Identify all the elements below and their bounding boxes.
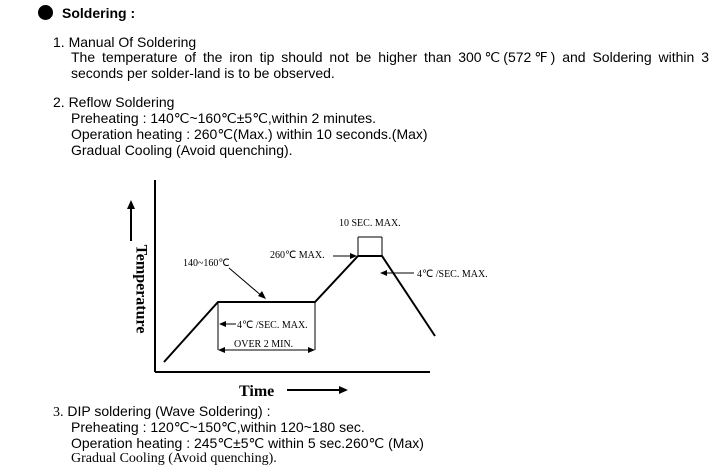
manual-line-2: seconds per solder-land is to be observe…	[71, 65, 335, 81]
reflow-heading: 2. Reflow Soldering	[53, 94, 175, 110]
preheat-time-label: OVER 2 MIN.	[234, 339, 293, 350]
x-axis-label: Time	[239, 383, 274, 400]
reflow-cooling: Gradual Cooling (Avoid quenching).	[71, 142, 293, 158]
manual-line-1: The temperature of the iron tip should n…	[71, 49, 709, 65]
ramp-up-label: 4℃ /SEC. MAX.	[237, 320, 308, 331]
arrowhead-peak-icon	[350, 253, 357, 259]
dip-preheating: Preheating : 120℃~150℃,within 120~180 se…	[71, 419, 365, 435]
arrowhead-ramp-up-icon	[219, 321, 226, 327]
bullet-icon	[38, 5, 53, 20]
dip-cooling: Gradual Cooling (Avoid quenching).	[71, 451, 277, 466]
y-axis-label: Temperature	[132, 245, 149, 334]
preheat-range-label: 140~160℃	[183, 258, 230, 269]
ramp-down-label: 4℃ /SEC. MAX.	[417, 269, 488, 280]
reflow-preheating: Preheating : 140℃~160℃±5℃,within 2 minut…	[71, 110, 377, 126]
section-title: Soldering :	[62, 5, 136, 21]
arrow-up-icon	[127, 200, 135, 209]
peak-temp-label: 260℃ MAX.	[270, 250, 325, 261]
arrowhead-preheat-icon	[258, 291, 266, 299]
dip-heading-number: 3.	[53, 405, 64, 420]
dip-operation-heating: Operation heating : 245℃±5℃ within 5 sec…	[71, 435, 424, 451]
temperature-profile-line	[163, 255, 436, 363]
dip-heading-text: DIP soldering (Wave Soldering) :	[63, 403, 271, 419]
preheat-leader-line	[228, 267, 264, 298]
manual-heading: 1. Manual Of Soldering	[53, 34, 197, 50]
peak-time-label: 10 SEC. MAX.	[339, 218, 401, 229]
arrowhead-right-icon	[308, 347, 315, 353]
arrowhead-ramp-down-icon	[380, 270, 387, 276]
arrowhead-left-icon	[218, 347, 225, 353]
dip-heading: 3. DIP soldering (Wave Soldering) :	[53, 403, 270, 421]
reflow-operation-heating: Operation heating : 260℃(Max.) within 10…	[71, 126, 428, 142]
arrow-right-icon	[339, 386, 348, 394]
